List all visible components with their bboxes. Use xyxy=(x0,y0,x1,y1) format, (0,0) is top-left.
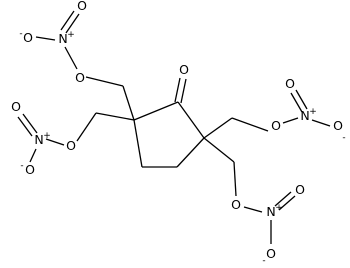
nitro-oxygen-bottom-left: O xyxy=(25,162,35,177)
bond-c2-c1 xyxy=(133,101,179,121)
nitro-double-bond-b xyxy=(278,195,296,211)
nitro-single-bond xyxy=(311,119,331,127)
nitro-oxygen-top-lower-right: O xyxy=(295,182,305,197)
bond-c3-c2 xyxy=(133,119,143,168)
nitro-minus-charge-lower-right: - xyxy=(262,256,265,266)
bond-c5-ch2 xyxy=(203,117,233,139)
bond-o-n xyxy=(282,117,299,124)
nitro-oxygen-top-upper-left: O xyxy=(77,0,87,13)
nitro-double-bond-a xyxy=(274,191,292,207)
carbonyl-double-bond-a xyxy=(174,77,181,103)
bond-ch2-o xyxy=(76,112,97,142)
bond-ch2-o xyxy=(233,161,237,197)
bond-c5-c4 xyxy=(176,137,205,168)
nitro-plus-charge-lower-right: + xyxy=(275,203,283,213)
nitrooxymethyl-left: O N + O O - xyxy=(11,99,135,177)
nitro-plus-charge-left: + xyxy=(43,131,51,141)
ester-oxygen-label-lower-right: O xyxy=(231,197,241,212)
nitro-double-bond-b xyxy=(290,92,303,113)
nitro-single-bond xyxy=(29,148,37,163)
nitro-double-bond-a xyxy=(295,89,308,110)
ester-oxygen-label-upper-left: O xyxy=(75,70,85,85)
cyclopentanone-ring xyxy=(133,101,205,168)
nitro-double-bond-a xyxy=(65,13,80,34)
bond-o-n xyxy=(64,46,78,70)
bond-o-n xyxy=(45,138,65,146)
nitro-nitrogen-label-upper-left: N xyxy=(58,31,67,46)
nitro-nitrogen-label-left: N xyxy=(34,132,43,147)
nitrooxymethyl-right: O N + O O - xyxy=(203,76,346,143)
nitro-double-bond-b xyxy=(60,10,75,31)
nitro-minus-charge-upper-left: - xyxy=(19,29,22,39)
nitro-minus-charge-right: - xyxy=(342,133,345,143)
bond-c2-ch2 xyxy=(95,112,135,121)
ester-oxygen-label-right: O xyxy=(271,118,281,133)
bond-c5-ch2 xyxy=(203,137,235,163)
bond-ch2-o xyxy=(231,117,269,132)
nitro-oxygen-left-upper-left: O xyxy=(23,30,33,45)
nitro-nitrogen-label-lower-right: N xyxy=(266,204,275,219)
nitro-oxygen-right: O xyxy=(333,118,343,133)
bond-ch2-o xyxy=(85,76,124,87)
ester-oxygen-label-left: O xyxy=(66,138,76,153)
nitro-nitrogen-label-right: N xyxy=(300,108,309,123)
nitro-double-bond-a xyxy=(22,113,38,134)
nitrooxymethyl-upper-left: O N + O O - xyxy=(19,0,135,121)
nitro-double-bond-b xyxy=(17,116,33,137)
nitro-single-bond xyxy=(35,36,56,41)
nitrooxymethyl-lower-right: O N + O O - xyxy=(203,137,305,266)
nitro-plus-charge-upper-left: + xyxy=(67,30,75,40)
carbonyl-group: O xyxy=(174,62,189,104)
bond-c1-c5 xyxy=(177,101,205,139)
carbonyl-oxygen-label: O xyxy=(179,62,189,77)
nitro-oxygen-top-left: O xyxy=(11,99,21,114)
nitro-oxygen-bottom-lower-right: O xyxy=(266,246,276,261)
nitro-plus-charge-right: + xyxy=(309,107,317,117)
nitro-minus-charge-left: - xyxy=(20,161,23,171)
carbonyl-double-bond-b xyxy=(180,78,187,104)
bond-o-n xyxy=(243,206,263,213)
nitro-oxygen-top-right: O xyxy=(285,76,295,91)
bond-c2-ch2 xyxy=(122,85,135,121)
